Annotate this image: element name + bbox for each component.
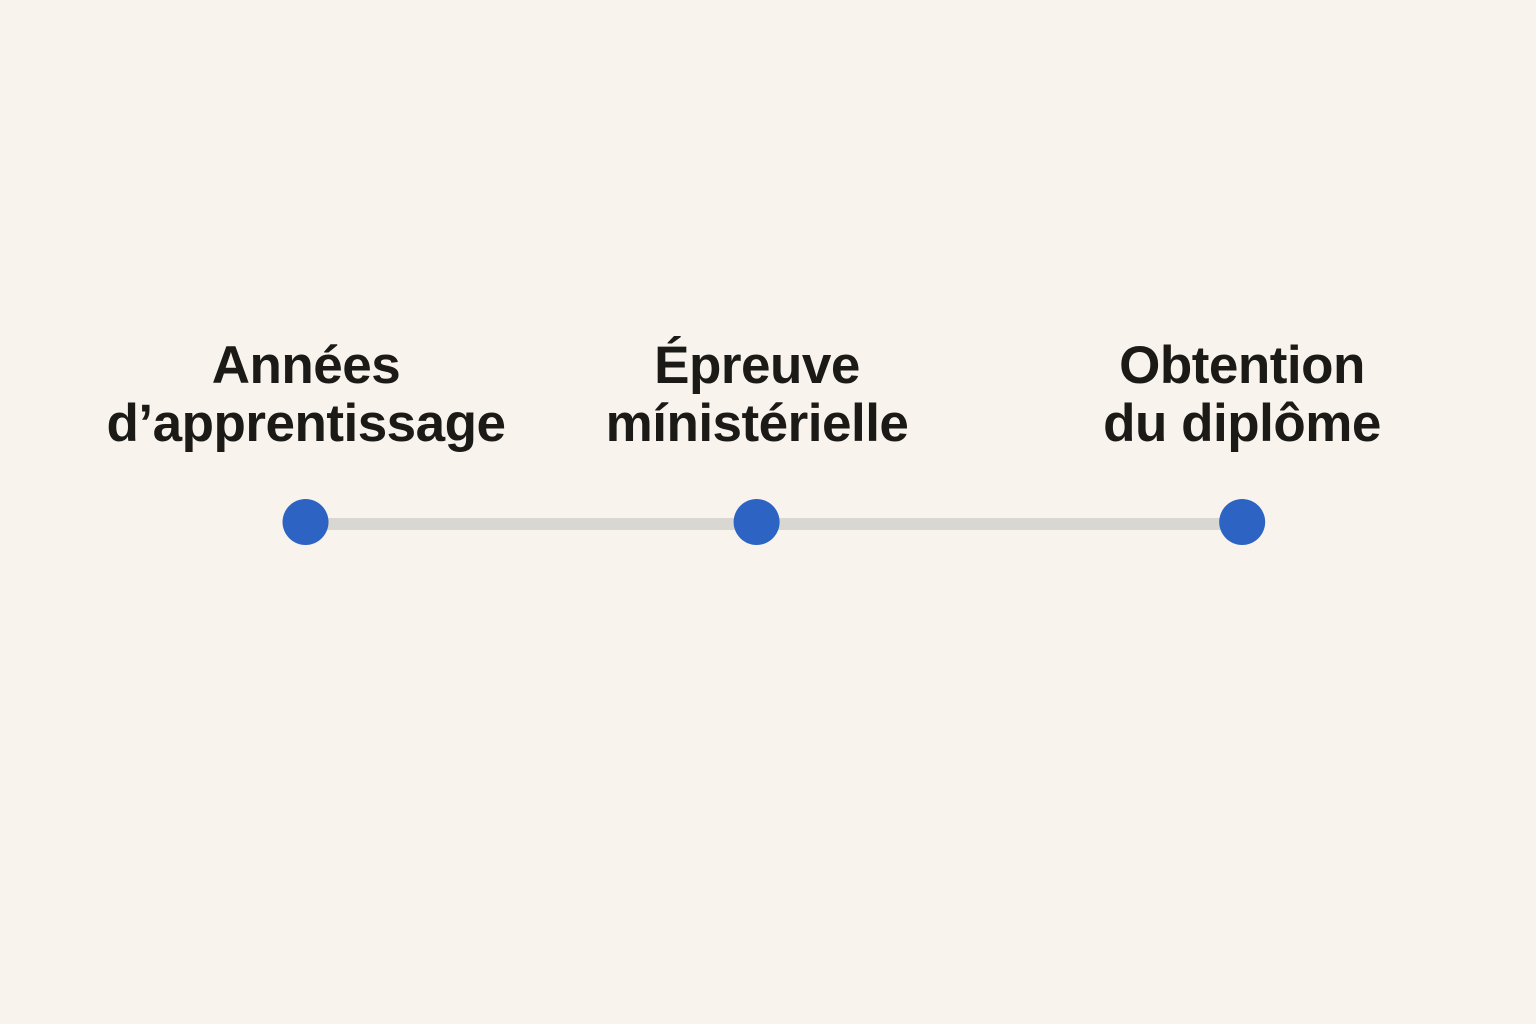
milestone-label-line2: mínistérielle: [605, 394, 909, 453]
milestone-dot: [283, 499, 329, 545]
milestone-label-line1: Années: [211, 336, 401, 395]
milestone-dot: [734, 499, 780, 545]
milestone-ministerial-exam: Épreuve mínistérielle: [606, 337, 909, 545]
milestone-label: Années d’apprentissage: [107, 337, 506, 453]
milestone-label-line1: Épreuve: [654, 336, 860, 395]
milestone-diploma-obtained: Obtention du diplôme: [1103, 337, 1381, 545]
milestone-apprenticeship-years: Années d’apprentissage: [107, 337, 506, 545]
milestone-label-line2: du diplôme: [1103, 394, 1381, 453]
milestone-dot: [1219, 499, 1265, 545]
milestone-label-line2: d’apprentissage: [106, 394, 506, 453]
milestone-label: Obtention du diplôme: [1103, 337, 1381, 453]
milestone-label: Épreuve mínistérielle: [606, 337, 909, 453]
milestone-label-line1: Obtention: [1119, 336, 1365, 395]
